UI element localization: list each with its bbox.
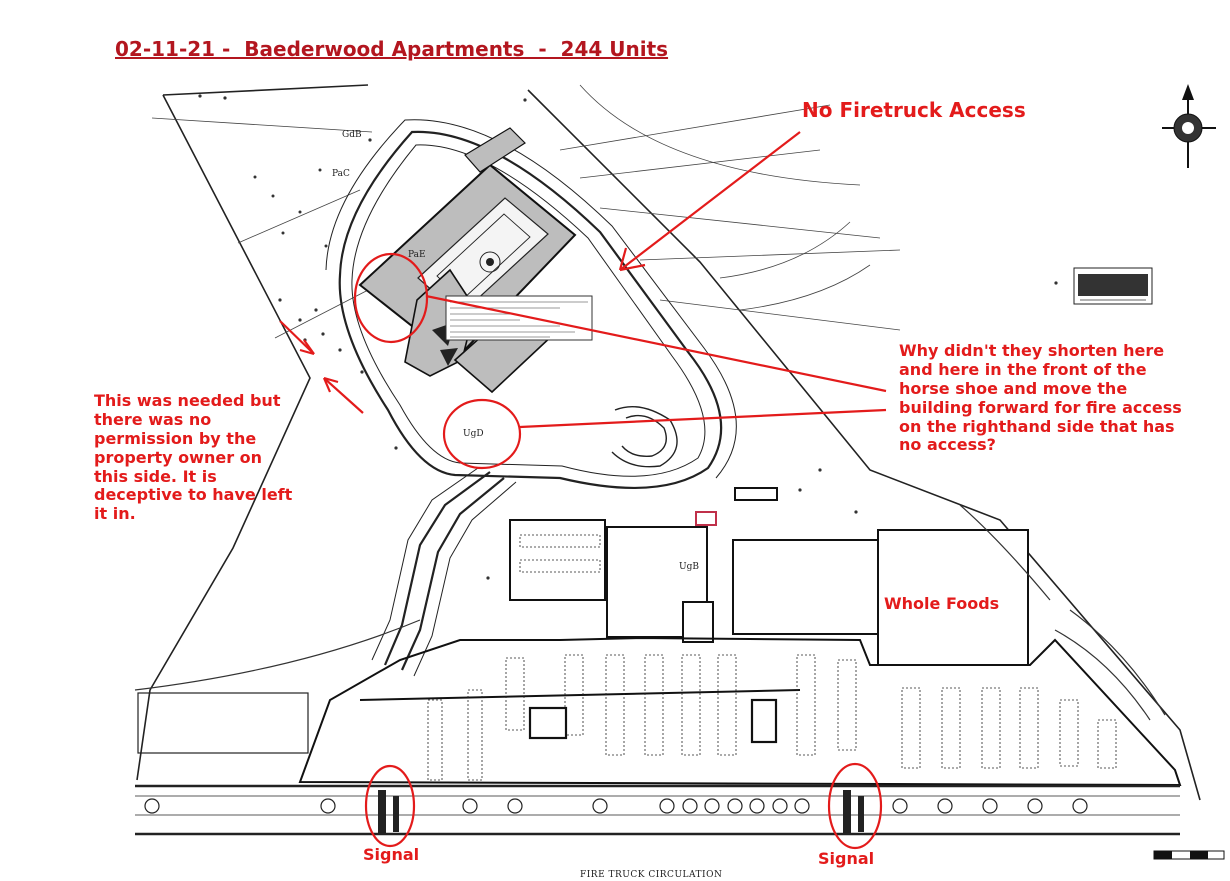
parking-lot	[298, 636, 1182, 787]
no-firetruck-access-label: No Firetruck Access	[802, 98, 1026, 122]
property-boundary	[136, 84, 1201, 801]
whole-foods-label: Whole Foods	[884, 594, 1000, 613]
soil-label-ugb: UgB	[679, 562, 699, 572]
street-trees	[144, 798, 1088, 814]
utility-marker	[695, 511, 717, 526]
access-drive	[371, 467, 517, 677]
main-road	[135, 784, 1180, 836]
vicinity-map	[1073, 267, 1153, 305]
parking-islands	[528, 698, 778, 744]
retail-buildings	[509, 487, 1029, 666]
plan-footer-caption: FIRE TRUCK CIRCULATION	[580, 870, 723, 880]
red-markups	[279, 131, 887, 850]
soil-label-gdb: GdB	[342, 130, 362, 140]
scale-bar	[1153, 850, 1225, 860]
contour-lines	[151, 84, 901, 339]
soil-label-pac: PaC	[332, 169, 350, 179]
signal-entrances	[378, 790, 864, 834]
signal-label-west: Signal	[363, 845, 420, 864]
right-side-note: Why didn't they shorten here and here in…	[899, 341, 1182, 455]
soil-label-ugd: UgD	[463, 429, 484, 439]
page-title: 02-11-21 - Baederwood Apartments - 244 U…	[115, 37, 669, 61]
tree-symbols	[198, 94, 1058, 580]
zoning-table	[445, 295, 593, 341]
landscape-curves	[134, 504, 1166, 721]
signal-label-east: Signal	[818, 849, 875, 868]
soil-label-pae: PaE	[408, 250, 426, 260]
north-arrow-icon	[1162, 84, 1216, 168]
left-side-note: This was needed but there was no permiss…	[94, 391, 293, 524]
parking-stalls	[427, 534, 1117, 781]
left-lawn	[137, 692, 309, 754]
horseshoe-drive	[611, 406, 678, 468]
